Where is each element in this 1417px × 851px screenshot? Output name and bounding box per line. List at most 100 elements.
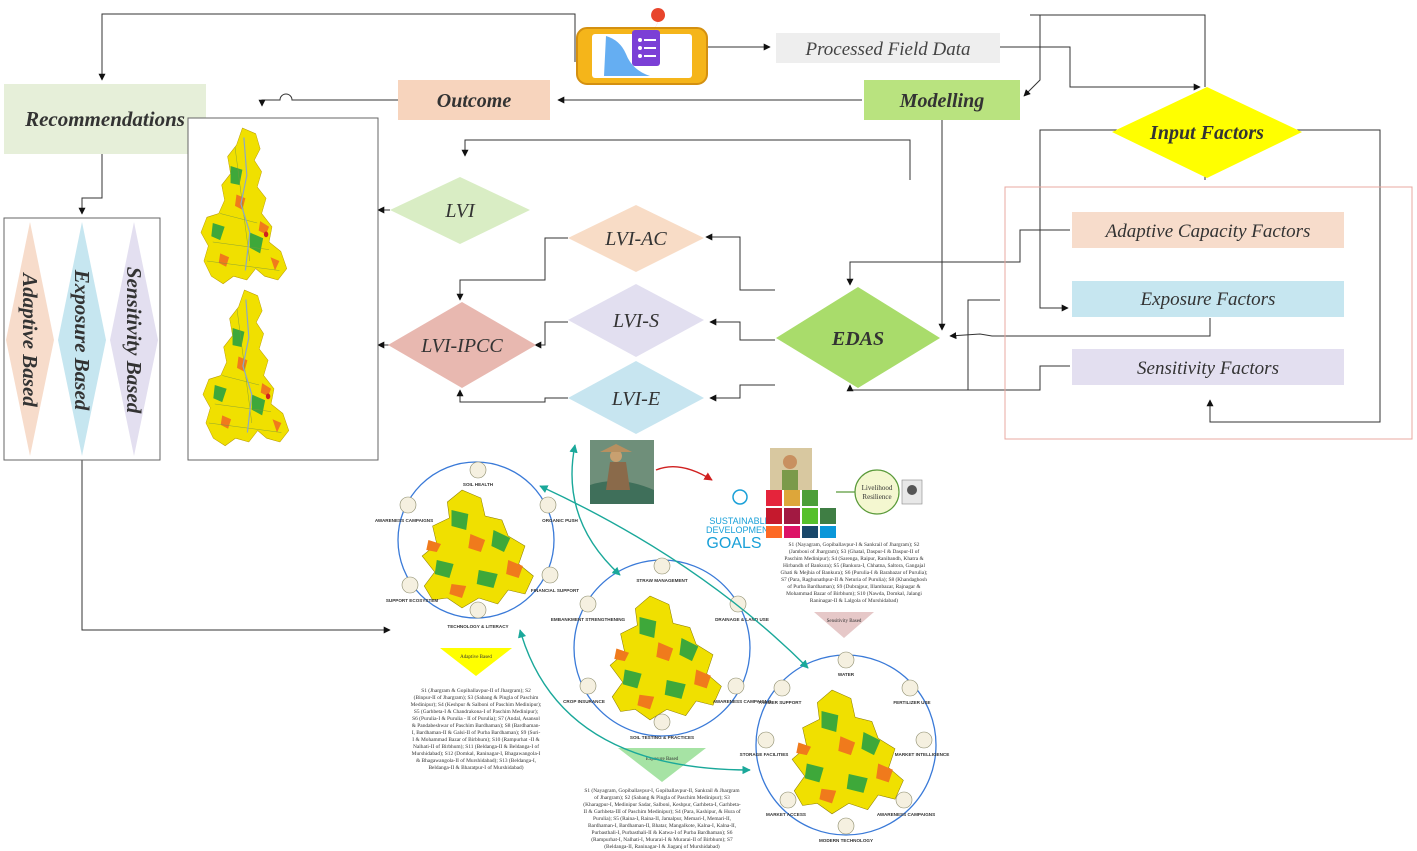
recommendations-box xyxy=(4,84,206,154)
svg-text:FINANCIAL SUPPORT: FINANCIAL SUPPORT xyxy=(531,588,579,593)
svg-text:AWARENESS CAMPAIGNS: AWARENESS CAMPAIGNS xyxy=(375,518,433,523)
svg-text:(Binpur-II of Jhargram); S3 (S: (Binpur-II of Jhargram); S3 (Sabang & Pi… xyxy=(414,694,539,701)
farmer-image xyxy=(590,440,654,504)
modelling-label: Modelling xyxy=(899,90,984,112)
processed-field-data-label: Processed Field Data xyxy=(805,39,971,60)
adaptive-based-label: Adaptive Based xyxy=(18,271,42,407)
factors-group-frame xyxy=(1004,186,1413,440)
svg-text:Nalhati-II of Birbhum); S11 (B: Nalhati-II of Birbhum); S11 (Beldanga-II… xyxy=(413,743,539,750)
svg-text:MARKET INTELLIGENCE: MARKET INTELLIGENCE xyxy=(895,752,950,757)
phone-form-icon xyxy=(576,8,708,85)
sensitivity-based-label: Sensitivity Based xyxy=(122,267,146,414)
adaptive-ring: SOIL HEALTH ORGANIC PUSH FINANCIAL SUPPO… xyxy=(375,461,579,629)
recommendations-label: Recommendations xyxy=(24,107,185,131)
exposure-based-diamond xyxy=(58,222,106,456)
lvi-diamond xyxy=(390,177,530,244)
sensitivity-factors-label: Sensitivity Factors xyxy=(1137,358,1279,379)
exposure-factors-box xyxy=(1072,281,1344,317)
svg-text:ORGANIC PUSH: ORGANIC PUSH xyxy=(542,518,578,523)
exposure-ring: STRAW MANAGEMENT DRAINAGE & LAND USE AWA… xyxy=(551,557,771,740)
svg-text:TECHNOLOGY & LITERACY: TECHNOLOGY & LITERACY xyxy=(447,624,508,629)
svg-text:Hirbandh of Bankura); S5 (Bank: Hirbandh of Bankura); S5 (Bankura-I, Chh… xyxy=(783,562,925,569)
svg-text:MODERN TECHNOLOGY: MODERN TECHNOLOGY xyxy=(819,838,873,843)
exposure-triangle xyxy=(618,748,706,782)
sensitivity-triangle-label: Sensitivity Based xyxy=(827,619,862,624)
svg-text:(Kharagpur-I, Medinipur Sadar,: (Kharagpur-I, Medinipur Sadar, Salboni, … xyxy=(583,801,741,808)
adaptive-district-text: S1 (Jhargram & Gopiballavpur-II of Jharg… xyxy=(411,687,542,771)
svg-text:AWARENESS CAMPAIGNS: AWARENESS CAMPAIGNS xyxy=(877,812,935,817)
svg-text:Mohammad Bazar of Birbhum); S1: Mohammad Bazar of Birbhum); S10 (Nawda, … xyxy=(786,590,922,597)
edas-label: EDAS xyxy=(831,328,884,350)
svg-text:of Purba Bardhaman); S9 (Dubra: of Purba Bardhaman); S9 (Dubrajpur, Illa… xyxy=(787,583,921,590)
edas-diamond xyxy=(776,287,940,388)
svg-text:S1 (Nayagram, Gopiballavpur-I: S1 (Nayagram, Gopiballavpur-I & Sankrail… xyxy=(789,541,920,548)
svg-text:of Jhargram); S2 (Sabang & Pin: of Jhargram); S2 (Sabang & Pingla of Pas… xyxy=(594,794,730,801)
svg-text:DRAINAGE & LAND USE: DRAINAGE & LAND USE xyxy=(715,617,769,622)
svg-text:S1 (Jhargram & Gopiballavpur-I: S1 (Jhargram & Gopiballavpur-II of Jharg… xyxy=(421,687,531,694)
lvi-label: LVI xyxy=(444,200,476,222)
svg-text:(Rampurhat-I, Nalhati-I, Murar: (Rampurhat-I, Nalhati-I, Murarai-I & Mur… xyxy=(591,836,733,843)
adaptive-ring-map xyxy=(421,489,534,609)
sensitivity-ring-map xyxy=(791,689,904,815)
livelihood-line1: Livelihood xyxy=(862,484,893,492)
input-factors-label: Input Factors xyxy=(1149,122,1264,144)
exposure-based-label: Exposure Based xyxy=(70,269,94,411)
sensitivity-triangle xyxy=(814,612,874,638)
svg-text:Murshidabad); S12 (Domkal, Ran: Murshidabad); S12 (Domkal, Raninagar-I, … xyxy=(412,750,541,757)
svg-text:S1 (Nayagram, Gopiballavpur-I,: S1 (Nayagram, Gopiballavpur-I, Gopiballa… xyxy=(584,787,740,794)
lvi-e-label: LVI-E xyxy=(611,388,660,410)
exposure-factors-label: Exposure Factors xyxy=(1140,289,1276,310)
livelihood-resilience-circle xyxy=(854,469,900,515)
svg-text:S7 (Para, Raghunathpur-II & Ne: S7 (Para, Raghunathpur-II & Neturia of P… xyxy=(781,576,927,583)
sdg-line2: DEVELOPMENT xyxy=(706,525,775,535)
lvi-ipcc-label: LVI-IPCC xyxy=(420,335,503,357)
input-factors-diamond xyxy=(1112,87,1302,178)
svg-text:Raninagar-II & Lalgola of Murs: Raninagar-II & Lalgola of Murshidabad) xyxy=(810,597,898,604)
svg-text:WATER: WATER xyxy=(838,672,855,677)
svg-text:CROP INSURANCE: CROP INSURANCE xyxy=(563,699,605,704)
svg-text:Paschim Medinipur); S4 (Sareng: Paschim Medinipur); S4 (Sarenga, Raipur,… xyxy=(784,555,924,562)
svg-text:& Bhagawangola-II of Murshidab: & Bhagawangola-II of Murshidabad); S13 (… xyxy=(416,757,537,764)
svg-text:Purbasthali-I, Purbasthali-II: Purbasthali-I, Purbasthali-II & Katwa-I … xyxy=(591,829,732,836)
svg-text:FARMER SUPPORT: FARMER SUPPORT xyxy=(759,700,802,705)
svg-text:Bardhaman-I, Bardhaman-II, Bha: Bardhaman-I, Bardhaman-II, Bhatar, Manga… xyxy=(588,823,737,829)
lvi-ipcc-diamond xyxy=(388,302,536,388)
teal-connectors xyxy=(518,444,809,775)
svg-text:Ghati & Mejhia of Bankura); S6: Ghati & Mejhia of Bankura); S6 (Purulia-… xyxy=(780,569,928,576)
sensitivity-factors-box xyxy=(1072,349,1344,385)
adaptive-capacity-factors-label: Adaptive Capacity Factors xyxy=(1104,221,1311,242)
livelihood-line2: Resilience xyxy=(862,493,891,501)
adaptive-based-diamond xyxy=(6,222,54,456)
svg-text:Purulia); S5 (Raina-I, Raina-I: Purulia); S5 (Raina-I, Raina-II, Jamalpu… xyxy=(593,815,732,822)
svg-text:STRAW MANAGEMENT: STRAW MANAGEMENT xyxy=(636,578,687,583)
lvi-s-label: LVI-S xyxy=(612,310,659,332)
sensitivity-ring: WATER FERTILIZER USE MARKET INTELLIGENCE… xyxy=(740,651,950,843)
lvi-ac-label: LVI-AC xyxy=(604,228,667,250)
adaptive-triangle-label: Adaptive Based xyxy=(460,655,492,660)
svg-text:(Jamboni of Jhargram); S3 (Gha: (Jamboni of Jhargram); S3 (Ghatal, Daspu… xyxy=(789,548,920,555)
svg-text:EMBANKMENT STRENGTHENING: EMBANKMENT STRENGTHENING xyxy=(551,617,626,622)
svg-text:SOIL HEALTH: SOIL HEALTH xyxy=(463,482,494,487)
svg-text:Medinipur); S4 (Keshpur & Salb: Medinipur); S4 (Keshpur & Salboni of Pas… xyxy=(411,701,542,708)
outcome-label: Outcome xyxy=(437,90,512,112)
svg-text:S6 (Purulia-I & Purulia - II o: S6 (Purulia-I & Purulia - II of Purulia)… xyxy=(412,715,540,722)
svg-text:I, Bardhaman-II & Galsi-II of: I, Bardhaman-II & Galsi-II of Purba Bard… xyxy=(412,729,541,736)
modelling-box xyxy=(864,80,1020,120)
exposure-ring-map xyxy=(609,595,722,721)
sdg-tiles xyxy=(766,448,836,538)
sdg-logo: SUSTAINABLE DEVELOPMENT GOALS xyxy=(706,489,775,552)
red-arrow xyxy=(655,466,713,481)
svg-text:STORAGE FACILITIES: STORAGE FACILITIES xyxy=(740,752,789,757)
processed-field-data-box xyxy=(776,33,1000,63)
lvi-ac-diamond xyxy=(568,205,704,272)
lvi-s-diamond xyxy=(568,284,704,357)
svg-text:SUPPORT ECOSYSTEM: SUPPORT ECOSYSTEM xyxy=(386,598,438,603)
svg-text:& Pandabeshwar of Paschim Bard: & Pandabeshwar of Paschim Bardhaman); S8… xyxy=(412,722,541,729)
sdg-line3: GOALS xyxy=(706,535,761,552)
adaptive-capacity-factors-box xyxy=(1072,212,1344,248)
svg-text:I & Mohammad Bazar of Birbhum): I & Mohammad Bazar of Birbhum); S10 (Ram… xyxy=(412,736,540,743)
svg-text:Beldanga-II & Bharatpur-I of M: Beldanga-II & Bharatpur-I of Murshidabad… xyxy=(428,764,523,771)
outcome-box xyxy=(398,80,550,120)
